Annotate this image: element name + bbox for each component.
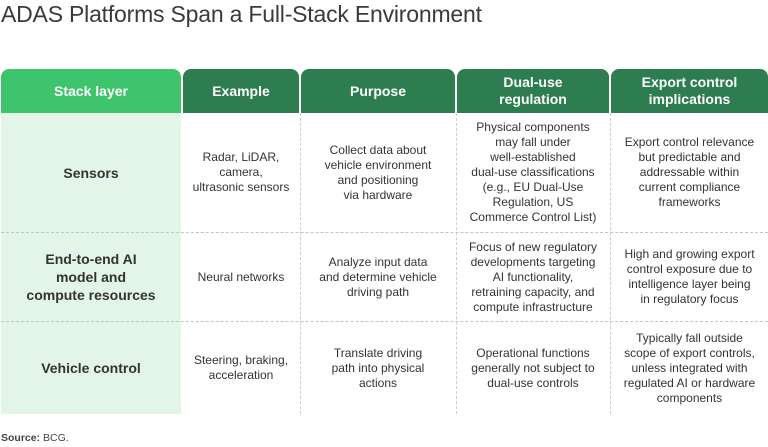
row-divider — [1, 321, 768, 322]
header-purpose: Purpose — [301, 69, 455, 113]
header-export-control-implications: Export control implications — [611, 69, 768, 113]
header-example: Example — [183, 69, 299, 113]
purpose-cell: Analyze input data and determine vehicle… — [319, 254, 437, 299]
source-note: Source: BCG. — [1, 432, 69, 444]
page-title: ADAS Platforms Span a Full-Stack Environ… — [1, 1, 482, 27]
stack-layer-cell: Sensors — [63, 164, 119, 181]
header-dual-use-regulation: Dual-use regulation — [457, 69, 609, 113]
adas-stack-table: Stack layer Example Purpose Dual-use reg… — [1, 69, 768, 414]
dual-use-cell: Physical components may fall under well-… — [469, 120, 597, 224]
stack-layer-column-background — [1, 113, 181, 414]
stack-layer-cell: Vehicle control — [41, 360, 141, 376]
export-control-cell: Export control relevance but predictable… — [624, 135, 755, 209]
header-stack-layer: Stack layer — [1, 69, 181, 113]
source-label: Source: — [1, 432, 41, 444]
table-body: Sensors Radar, LiDAR, camera, ultrasonic… — [1, 113, 768, 414]
column-divider — [300, 113, 301, 414]
purpose-cell: Collect data about vehicle environment a… — [324, 142, 432, 202]
row-divider — [1, 232, 768, 233]
table-row-ai-model: End-to-end AI model and compute resource… — [1, 233, 768, 321]
export-control-cell: Typically fall outside scope of export c… — [623, 330, 756, 405]
dual-use-cell: Focus of new regulatory developments tar… — [468, 239, 598, 314]
purpose-cell: Translate driving path into physical act… — [331, 345, 425, 390]
table-row-sensors: Sensors Radar, LiDAR, camera, ultrasonic… — [1, 113, 768, 232]
example-cell: Steering, braking, acceleration — [193, 353, 289, 382]
column-divider — [456, 113, 457, 414]
stack-layer-cell: End-to-end AI model and compute resource… — [26, 251, 156, 303]
example-cell: Radar, LiDAR, camera, ultrasonic sensors — [192, 150, 290, 194]
example-cell: Neural networks — [197, 269, 285, 284]
dual-use-cell: Operational functions generally not subj… — [471, 345, 595, 390]
table-row-vehicle-control: Vehicle control Steering, braking, accel… — [1, 322, 768, 414]
table-header-row: Stack layer Example Purpose Dual-use reg… — [1, 69, 768, 113]
column-divider — [610, 113, 611, 414]
source-text: BCG. — [43, 432, 69, 444]
export-control-cell: High and growing export control exposure… — [624, 247, 755, 306]
